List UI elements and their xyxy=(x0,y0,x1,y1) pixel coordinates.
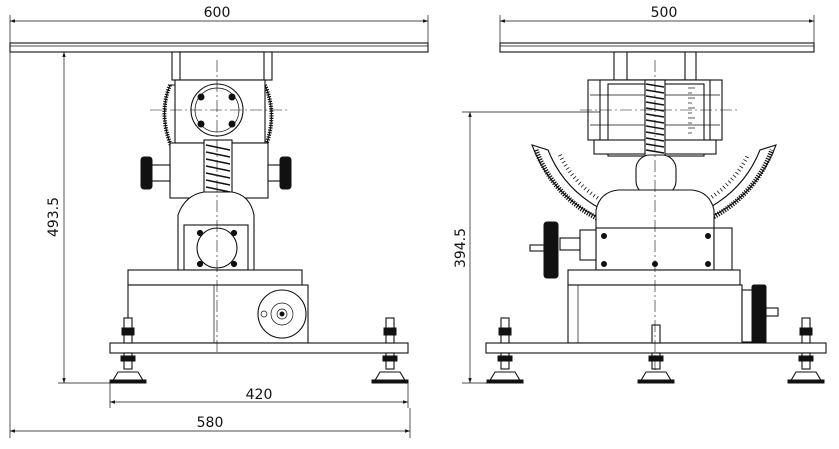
base-slab xyxy=(127,269,303,286)
dim-top-width-left: 600 xyxy=(204,5,231,21)
motor-front-right xyxy=(751,284,767,346)
handwheel-front-left xyxy=(543,221,559,279)
handwheel-left xyxy=(140,156,153,190)
dim-total-width-left: 580 xyxy=(197,415,224,431)
bottom-rail xyxy=(109,342,409,354)
side-view-dimensions: 600 493.5 420 580 xyxy=(9,5,429,438)
dim-base-width-left: 420 xyxy=(246,387,273,403)
barrel xyxy=(635,154,677,196)
top-plate-front xyxy=(499,42,815,53)
top-plate xyxy=(9,42,429,53)
side-view xyxy=(9,42,429,384)
front-feet xyxy=(486,317,825,384)
front-base-slab xyxy=(567,269,741,286)
dim-height-right: 394.5 xyxy=(453,228,469,268)
front-view-dimensions: 500 394.5 xyxy=(453,5,815,384)
front-bottom-rail xyxy=(485,342,827,354)
front-view xyxy=(485,42,827,384)
handwheel-right xyxy=(279,156,292,190)
dim-height-left: 493.5 xyxy=(46,197,62,237)
dim-top-width-right: 500 xyxy=(651,5,678,21)
